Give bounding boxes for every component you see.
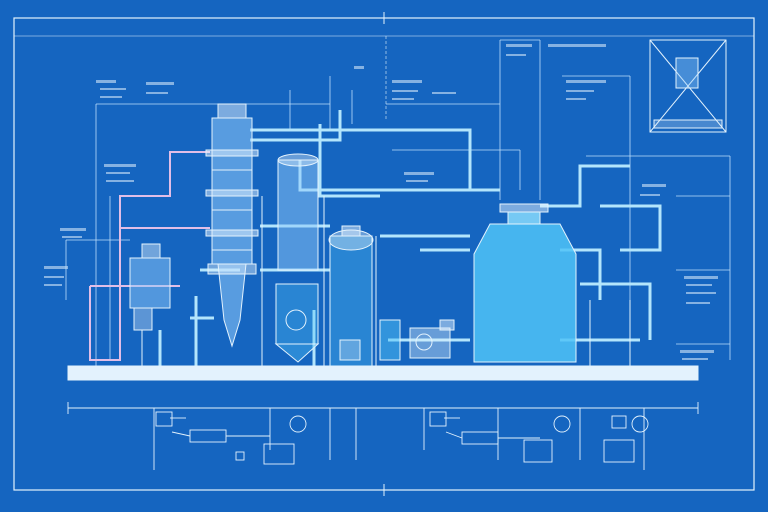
title-block (649, 39, 727, 133)
heat-exchanger-column (274, 153, 320, 363)
annotation-callouts (44, 44, 718, 360)
supports (261, 196, 631, 366)
reactor-vessel (328, 225, 374, 367)
left-pump-skid (129, 243, 171, 366)
dimension-lines (65, 39, 731, 380)
distillation-column (205, 103, 259, 348)
pump-unit (379, 319, 455, 361)
drawing-border (13, 12, 755, 496)
base-platform (67, 365, 699, 381)
storage-tank (473, 203, 577, 363)
control-schematic (67, 402, 699, 470)
